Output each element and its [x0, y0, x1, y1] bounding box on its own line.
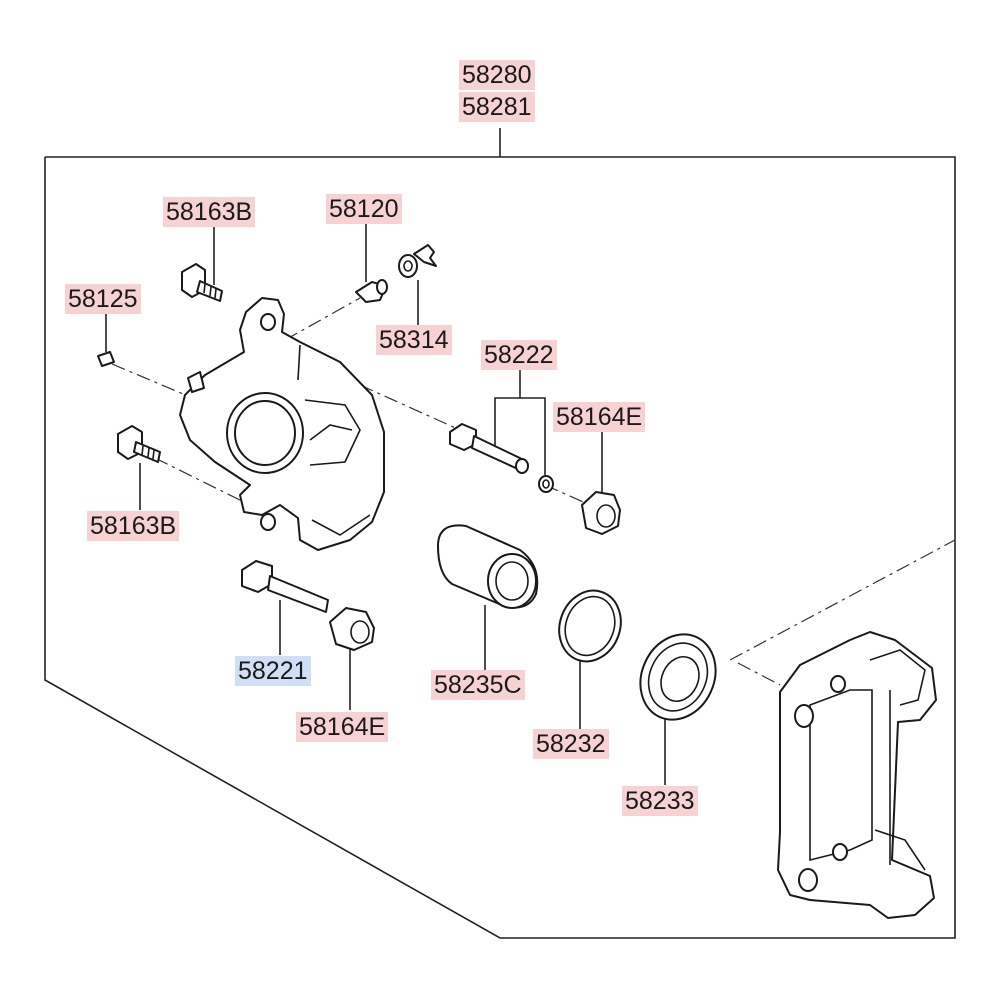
- assembly-number-block: 58280 58281: [459, 60, 535, 122]
- part-label-cap[interactable]: 58125: [65, 284, 141, 314]
- part-label-piston[interactable]: 58235C: [431, 670, 525, 700]
- part-label-boot-lower[interactable]: 58164E: [296, 712, 389, 742]
- boot-lower-part: [329, 607, 375, 651]
- assembly-number-58281[interactable]: 58281: [459, 92, 535, 122]
- part-label-boot-right[interactable]: 58164E: [553, 402, 646, 432]
- part-label-bolt-top[interactable]: 58163B: [163, 197, 256, 227]
- bolt-top-part: [181, 263, 223, 302]
- caliper-bracket-part: [777, 631, 937, 919]
- dust-boot-part: [639, 633, 717, 721]
- part-label-bleeder-cap[interactable]: 58314: [376, 325, 452, 355]
- boot-right-part: [581, 491, 621, 535]
- guide-pin-part: [241, 560, 329, 613]
- part-label-dust-boot[interactable]: 58233: [622, 786, 698, 816]
- bolt-bottom-part: [117, 425, 161, 463]
- piston-seal-part: [558, 589, 622, 663]
- assembly-number-58280[interactable]: 58280: [459, 60, 535, 90]
- caliper-body-part: [179, 297, 385, 551]
- part-label-bleeder[interactable]: 58120: [326, 194, 402, 224]
- part-label-piston-seal[interactable]: 58232: [533, 729, 609, 759]
- part-label-guide-pin-kit[interactable]: 58222: [481, 340, 557, 370]
- piston-part: [437, 524, 539, 609]
- cap-58125-part: [97, 351, 115, 367]
- guide-pin-kit-part: [449, 423, 554, 493]
- leader-lines: [105, 222, 666, 785]
- part-label-guide-pin[interactable]: 58221: [235, 656, 311, 686]
- part-label-bolt-bottom[interactable]: 58163B: [87, 511, 180, 541]
- bleeder-part: [355, 279, 388, 303]
- bleeder-cap-part: [398, 244, 437, 278]
- assembly-frame: [44, 128, 956, 939]
